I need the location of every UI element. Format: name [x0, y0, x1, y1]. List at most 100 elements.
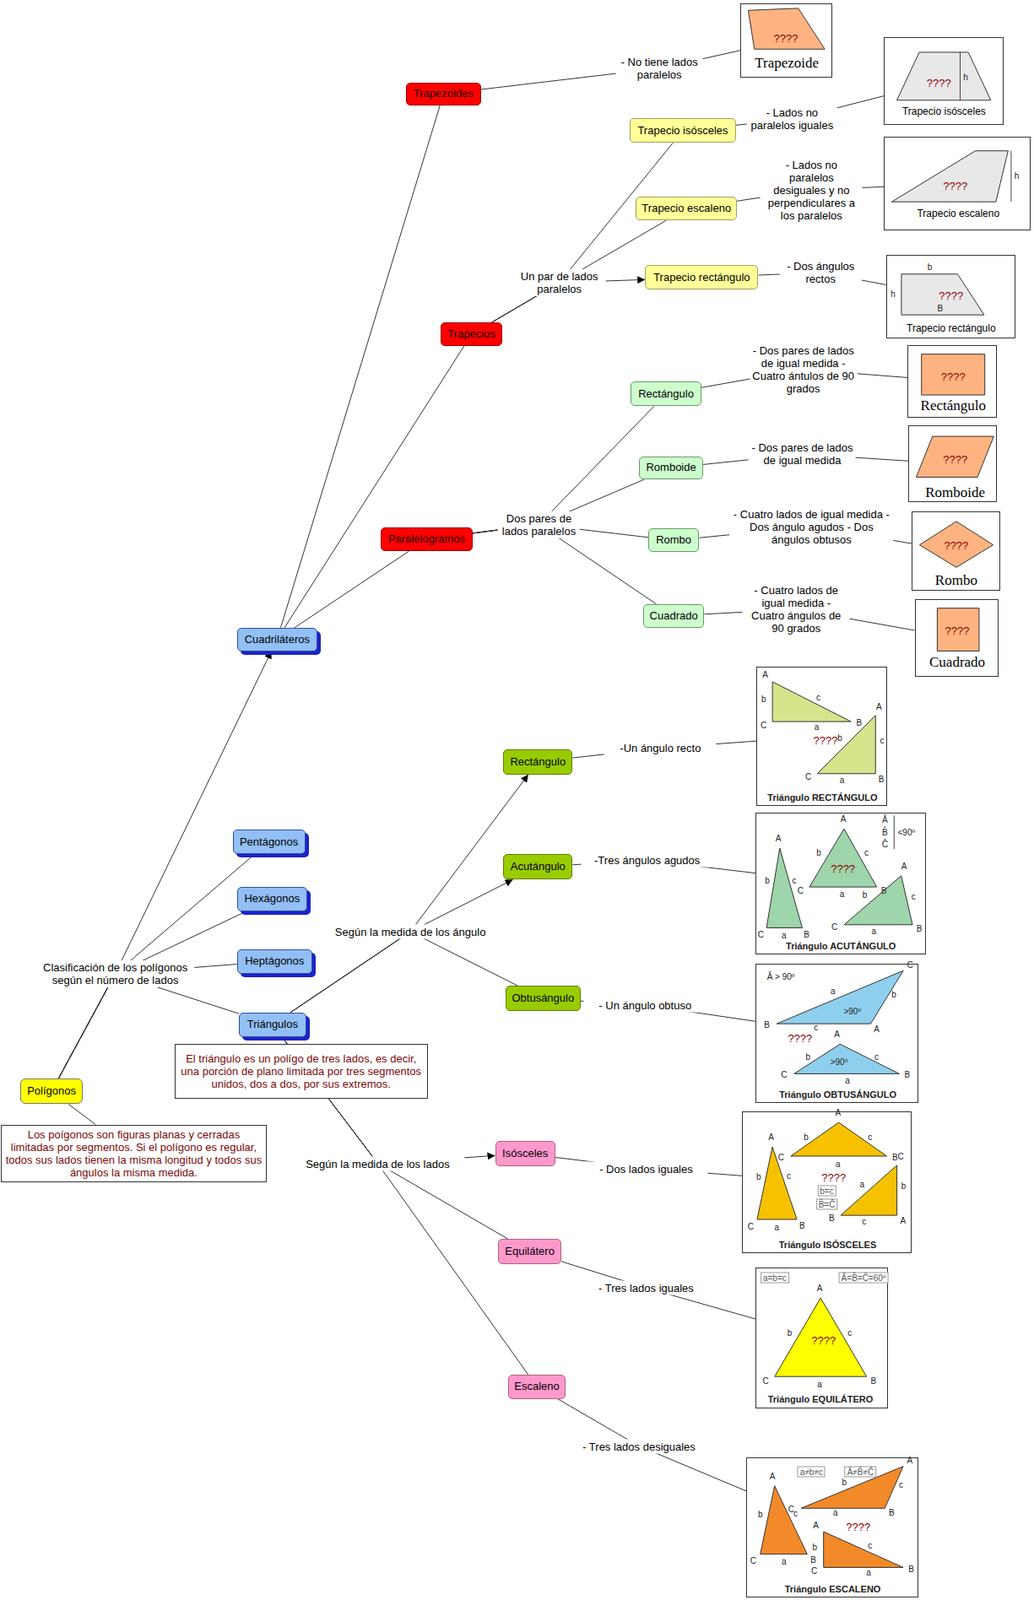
vertex-letter: C — [780, 1070, 787, 1080]
node-text: Hexágonos — [243, 892, 300, 906]
vertex-letter: a — [871, 926, 877, 937]
figure-caption: Triángulo ACUTÁNGULO — [785, 941, 896, 952]
vertex-letter: a — [817, 1379, 823, 1389]
vertex-letter: b — [787, 1327, 793, 1338]
figure-annotation: Â=B̂=Ĉ=60º — [839, 1272, 889, 1284]
figure-box: ????Cuadrado — [914, 599, 999, 677]
vertex-letter: B — [763, 1020, 770, 1030]
vertex-letter: c — [847, 1327, 852, 1338]
figure-caption: Trapezoide — [754, 54, 819, 72]
figure-annotation: >90º — [843, 1006, 861, 1017]
vertex-letter: C — [805, 772, 812, 782]
vertex-letter: A — [833, 1029, 840, 1040]
connector — [555, 1157, 742, 1176]
vertex-letter: B — [856, 718, 863, 728]
vertex-letter: B — [881, 886, 888, 896]
vertex-letter: A — [907, 1456, 914, 1466]
vertex-letter: C — [750, 1555, 757, 1565]
vertex-letter: c — [786, 1171, 791, 1181]
figure-caption: Trapecio rectángulo — [906, 322, 997, 335]
figure-annotation: <90º — [898, 827, 916, 837]
figure-caption: Trapecio escaleno — [916, 207, 1000, 220]
node-text: Escaleno — [514, 1380, 559, 1394]
node-text: Isósceles — [502, 1147, 548, 1161]
category-box: Pentágonos — [232, 829, 306, 855]
vertex-letter: a — [866, 1567, 872, 1577]
vertex-letter: C — [747, 1221, 754, 1231]
figure-shape — [776, 970, 904, 1024]
vertex-letter: A — [834, 1108, 841, 1118]
node-text: Rombo — [655, 533, 692, 547]
placeholder-text: ???? — [787, 1031, 813, 1045]
figure-line — [893, 815, 895, 850]
node-text: Pentágonos — [239, 835, 298, 850]
placeholder-text: ???? — [942, 178, 968, 192]
vertex-letter: B — [799, 1221, 806, 1231]
edge-label: Un par de lados paralelos — [513, 269, 606, 297]
vertex-letter: a — [781, 930, 787, 940]
vertex-letter: A — [876, 701, 883, 711]
node-text: Los poígonos son figuras planas y cerrad… — [5, 1128, 262, 1180]
figure-annotation: a=b=c — [760, 1272, 790, 1284]
figure-shape — [936, 608, 980, 652]
vertex-letter: C — [788, 1504, 795, 1515]
vertex-letter: a — [835, 1158, 841, 1169]
vertex-letter: C — [897, 1152, 904, 1162]
edge-label: - Dos lados iguales — [584, 1161, 708, 1176]
type-box: Cuadrado — [643, 604, 705, 628]
node-text: Trapecio escaleno — [641, 201, 731, 216]
placeholder-text: ???? — [845, 1520, 871, 1533]
vertex-letter: C — [763, 1375, 769, 1386]
category-box: Hexágonos — [237, 887, 308, 912]
figure-caption: Triángulo RECTÁNGULO — [767, 792, 878, 803]
type-box: Equilátero — [498, 1239, 562, 1265]
figure-annotation: Â≠B̂≠Ĉ — [844, 1466, 878, 1478]
figure-shape — [916, 436, 995, 477]
figure-caption: Triángulo ESCALENO — [784, 1584, 882, 1595]
edge-label: -Tres ángulos agudos — [580, 853, 714, 868]
vertex-letter: C — [797, 886, 804, 896]
vertex-letter: A — [840, 813, 847, 823]
vertex-letter: b — [891, 989, 897, 999]
vertex-letter: A — [768, 1132, 775, 1143]
group-box: Trapezoides — [406, 82, 481, 106]
figure-box: ????Rombo — [911, 511, 1001, 591]
edge-label: - Dos ángulos rectos — [779, 259, 862, 287]
edge-label: - Cuatro lados de igual medida - Dos áng… — [730, 506, 894, 547]
vertex-letter: c — [816, 692, 821, 702]
placeholder-text: ???? — [943, 538, 969, 552]
figure-box: ????Trapezoide — [740, 3, 833, 78]
vertex-letter: c — [792, 875, 797, 885]
edge-label: Clasificación de los polígonos según el … — [36, 960, 195, 988]
vertex-letter: b — [816, 848, 822, 858]
edge-label: - No tiene lados paralelos — [616, 54, 704, 82]
figure-box: ????Rectángulo — [907, 345, 997, 418]
vertex-letter: B — [888, 1507, 895, 1517]
connector — [290, 931, 518, 1013]
vertex-letter: a — [859, 1179, 865, 1189]
vertex-letter: B — [803, 929, 810, 939]
placeholder-text: ???? — [821, 1171, 846, 1185]
figure-caption: Triángulo ISÓSCELES — [779, 1239, 878, 1251]
vertex-letter: a — [781, 1557, 787, 1567]
figure-annotation: B — [936, 303, 943, 314]
vertex-letter: b — [761, 693, 767, 704]
node-text: Cuadrado — [649, 609, 699, 623]
note-box: El triángulo es un polígo de tres lados,… — [174, 1044, 428, 1099]
vertex-letter: B — [916, 924, 923, 934]
node-text: Romboide — [645, 460, 696, 475]
figure-shape — [921, 353, 986, 395]
connector — [290, 774, 529, 1013]
vertex-letter: b — [812, 1542, 818, 1552]
figure-annotation: h — [963, 71, 969, 82]
edge-label: Dos pares de lados paralelos — [498, 511, 580, 539]
figure-annotation: Â > 90º — [767, 972, 796, 982]
figure-shape — [844, 875, 913, 925]
edge-label: - Dos pares de lados de igual medida — [748, 440, 856, 468]
type-box: Rectángulo — [630, 381, 701, 407]
vertex-letter: C — [906, 959, 913, 970]
figure-annotation: >90º — [830, 1056, 849, 1067]
figure-box: ????Romboide — [908, 425, 997, 503]
node-text: Trapecio isósceles — [637, 124, 728, 138]
